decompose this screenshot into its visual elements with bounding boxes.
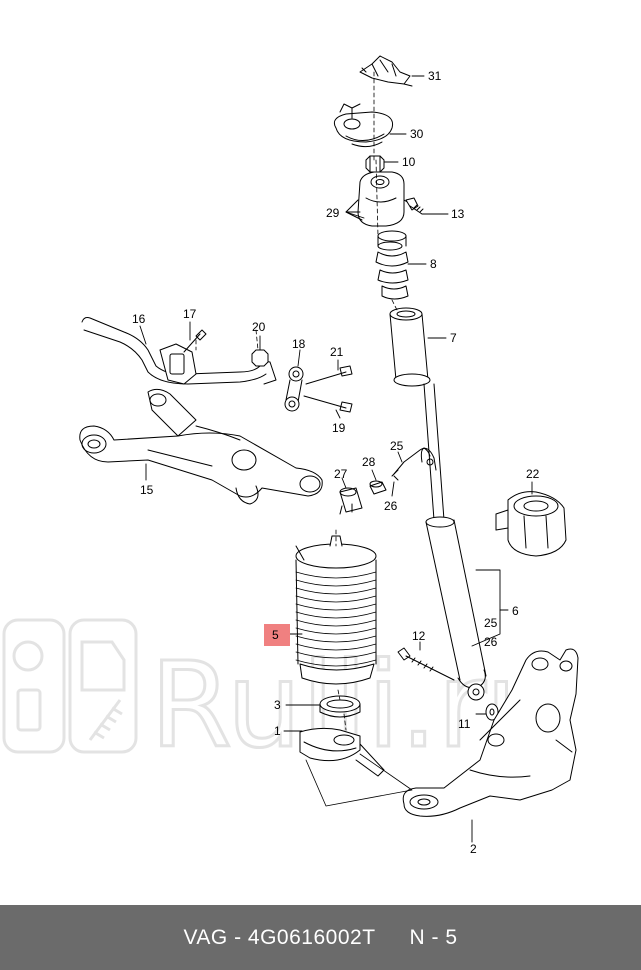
part-20-nut (251, 349, 269, 367)
part-16-stabilizer (81, 317, 277, 385)
assembly-guide-lines (195, 71, 399, 731)
part-7-dust-boot (389, 307, 431, 387)
label-12: 12 (412, 629, 426, 643)
part-29-strut-mount (345, 171, 415, 227)
label-10: 10 (402, 155, 416, 169)
part-10-nut (365, 155, 385, 173)
footer-n-value: 5 (445, 925, 458, 949)
highlight-part-5 (264, 624, 290, 646)
label-2: 2 (470, 842, 477, 856)
watermark-logo-frame-left (2, 618, 66, 754)
part-11-washer (485, 703, 499, 721)
label-16: 16 (132, 312, 146, 326)
footer-brand: VAG (183, 925, 228, 949)
label-20: 20 (252, 320, 266, 334)
label-3: 3 (274, 698, 281, 712)
label-26-top: 26 (384, 499, 398, 513)
label-13: 13 (451, 207, 465, 221)
part-25-26-sensor-wire (391, 447, 437, 481)
watermark-shock-icon (88, 699, 123, 741)
label-18: 18 (292, 337, 306, 351)
part-18-coupling-rod (284, 366, 304, 412)
part-17-bolt (183, 329, 207, 353)
part-30-mount-cap (333, 103, 394, 148)
label-15: 15 (140, 483, 154, 497)
part-15-wishbone (79, 388, 323, 505)
part-13-bolt (405, 197, 424, 215)
watermark-logo-frame-right (68, 618, 138, 754)
label-25-top: 25 (390, 439, 404, 453)
label-29: 29 (326, 206, 340, 220)
part-27-28-sensor (339, 480, 387, 515)
part-1-spring-seat (299, 727, 385, 777)
watermark-oil-icon (16, 688, 42, 732)
part-8-bump-stop (375, 230, 409, 300)
label-6: 6 (512, 604, 519, 618)
part-12-bolt (397, 647, 455, 681)
label-5: 5 (272, 628, 279, 642)
label-21: 21 (330, 345, 344, 359)
label-17: 17 (183, 307, 197, 321)
part-22-bush (495, 491, 567, 557)
label-8: 8 (430, 257, 437, 271)
label-19: 19 (332, 421, 346, 435)
watermark-bulb-icon (12, 640, 44, 672)
part-6-shock-absorber (420, 383, 487, 701)
label-30: 30 (410, 127, 424, 141)
carrier-guide-line (305, 753, 413, 807)
label-25-bottom: 25 (484, 616, 498, 630)
footer-bar: VAG - 4G0616002T N - 5 (0, 905, 641, 970)
label-22: 22 (526, 467, 540, 481)
footer-dash: - (234, 925, 242, 949)
label-26-bottom: 26 (484, 635, 498, 649)
label-28: 28 (362, 455, 376, 469)
exploded-parts-diagram: Rulli.ru (2, 55, 579, 856)
label-31: 31 (428, 69, 442, 83)
part-21-bolt (305, 365, 353, 385)
part-2-wheel-carrier (402, 648, 579, 817)
footer-part-number: 4G0616002T (247, 925, 376, 949)
footer-n-label: N (409, 925, 426, 949)
watermark-door-icon (80, 640, 126, 692)
label-11: 11 (458, 717, 471, 731)
part-19-bolt (303, 395, 353, 413)
part-31-bracket (359, 55, 413, 87)
label-27: 27 (334, 467, 348, 481)
callout-labels: 31 30 10 29 13 8 7 16 17 20 18 21 19 15 … (132, 69, 540, 856)
label-7: 7 (450, 331, 457, 345)
label-1: 1 (274, 724, 281, 738)
leader-lines (139, 75, 533, 843)
